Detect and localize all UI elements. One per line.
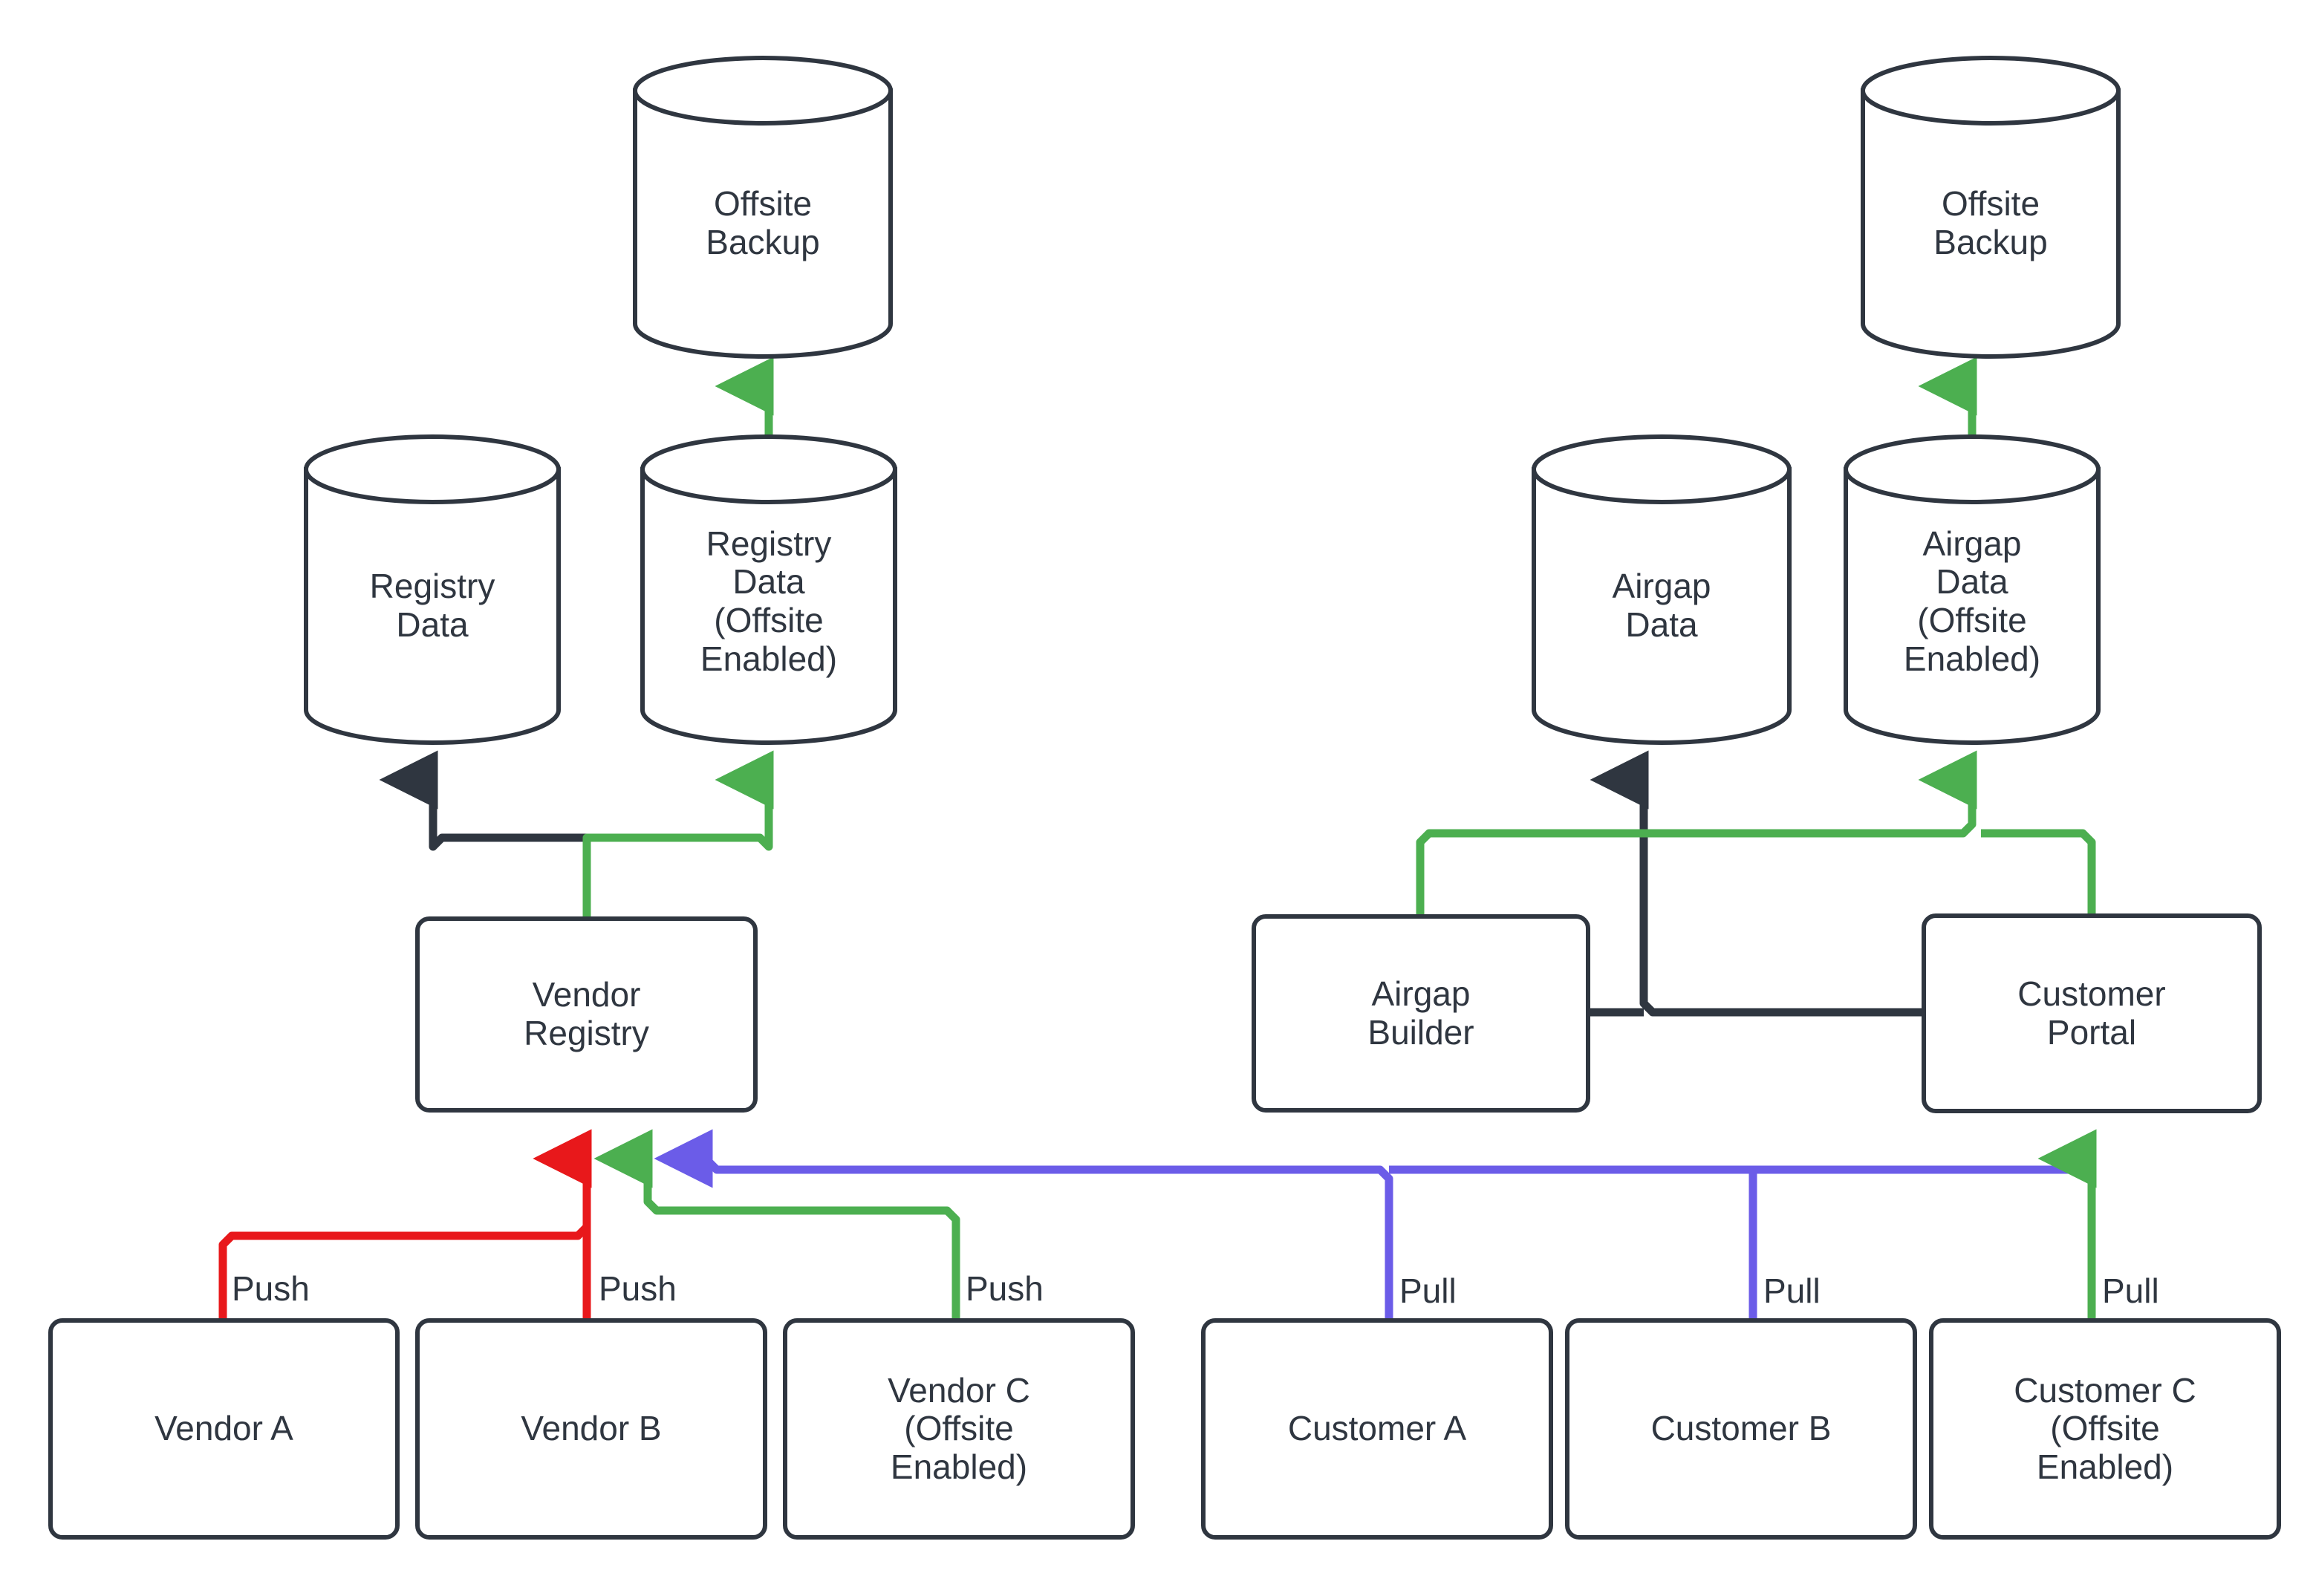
node-shape-vendor-a[interactable] (48, 1318, 400, 1540)
edge-label-customer-c-pull: Pull (2102, 1271, 2159, 1310)
node-shape-airgap-data[interactable] (1532, 434, 1792, 745)
node-shape-vendor-b[interactable] (415, 1318, 767, 1540)
edge-label-vendor-c-push: Push (966, 1269, 1044, 1308)
node-shape-offsite-backup-right[interactable] (1861, 56, 2121, 359)
node-shape-customer-c[interactable] (1929, 1318, 2281, 1540)
node-shape-airgap-builder[interactable] (1252, 914, 1590, 1113)
edge-label-vendor-b-push: Push (599, 1269, 677, 1308)
node-shape-vendor-registry[interactable] (415, 916, 758, 1113)
edge-customer-portal-to-airgap-data-offsite (1981, 829, 2096, 916)
node-shape-registry-data-offsite[interactable] (640, 434, 897, 745)
node-shape-customer-portal[interactable] (1922, 913, 2262, 1113)
node-shape-vendor-c[interactable] (783, 1318, 1135, 1540)
edge-label-vendor-a-push: Push (232, 1269, 310, 1308)
edge-label-customer-a-pull: Pull (1399, 1271, 1457, 1310)
node-shape-customer-b[interactable] (1565, 1318, 1917, 1540)
edge-customer-a-pull (654, 1129, 1393, 1320)
node-shape-registry-data[interactable] (304, 434, 561, 745)
node-shape-airgap-data-offsite[interactable] (1844, 434, 2101, 745)
edge-vendor-registry-to-registry-data-offsite (582, 750, 774, 919)
edge-airgap-builder-to-airgap-data-offsite (1416, 750, 1977, 916)
edge-label-customer-b-pull: Pull (1763, 1271, 1821, 1310)
node-shape-customer-a[interactable] (1201, 1318, 1553, 1540)
edge-customer-portal-to-airgap-data (1590, 750, 1924, 1017)
edge-vendor-c-push (593, 1129, 960, 1320)
node-shape-offsite-backup-left[interactable] (633, 56, 893, 359)
